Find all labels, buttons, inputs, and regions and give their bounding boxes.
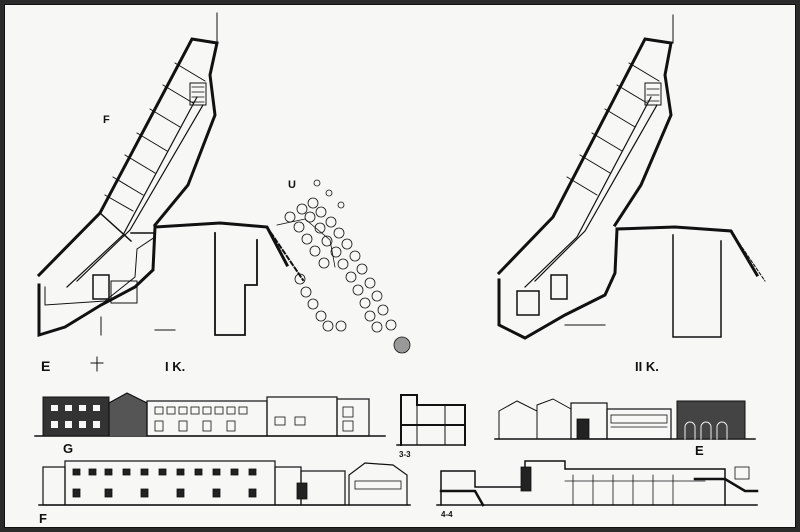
label-wing-mark: F [103,114,110,126]
architectural-drawing: E I K. II K. U F G F E 3-3 4-4 [34,12,766,526]
section-3-3 [396,394,466,446]
label-tree-marker: U [288,179,296,191]
elevation-e [494,398,756,440]
label-plan-first-floor: I K. [165,359,185,374]
elevation-f [38,460,411,506]
plan-first-floor [36,12,336,338]
plan-second-floor [496,14,766,340]
label-elevation-e: E [695,443,704,458]
label-section-4-4: 4-4 [441,510,453,519]
label-elevation-g: G [63,441,73,456]
elevation-g [34,392,386,437]
label-elevation-f: F [39,511,47,526]
drawing-sheet: E I K. II K. U F G F E 3-3 4-4 [4,4,796,528]
label-section-3-3: 3-3 [399,450,411,459]
label-plan-second-floor: II K. [635,359,659,374]
label-left-corner: E [41,358,50,374]
section-4-4 [436,460,759,507]
north-arrow-icon [90,356,104,372]
tree-group [284,179,411,354]
